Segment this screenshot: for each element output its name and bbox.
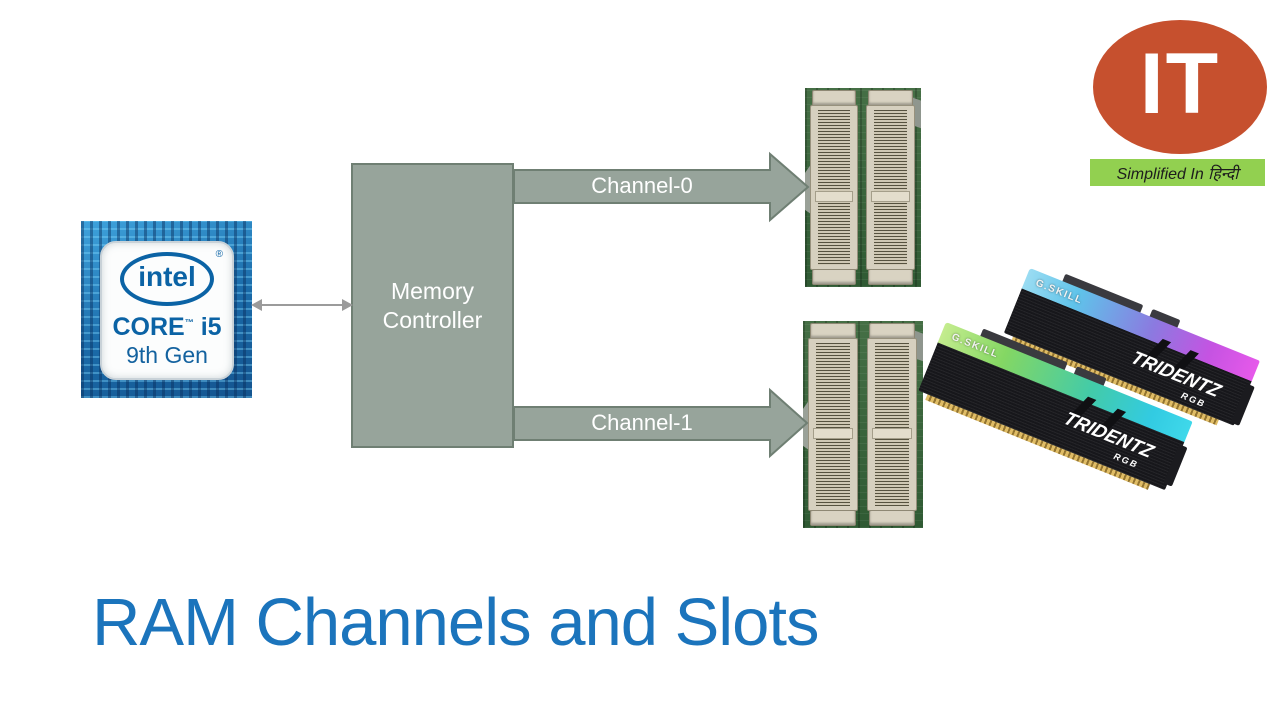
channel-logo-banner: Simplified In हिन्दी — [1090, 159, 1265, 186]
slot-latch-top — [811, 90, 857, 106]
dimm-slot — [866, 323, 917, 526]
dimm-slot — [866, 90, 916, 285]
slot-latch-bottom — [868, 510, 915, 526]
slot-connector — [866, 105, 916, 270]
channel-logo-ellipse: IT — [1093, 20, 1267, 154]
intel-logo: intel ® — [120, 249, 223, 306]
slot-key-notch — [871, 190, 911, 202]
ram-slots-photo-channel0 — [805, 88, 921, 287]
ram-kit-photo: G.SKILL TRIDENTZ RGB G.SKILL TRIDENTZ RG… — [918, 256, 1280, 508]
slot-connector — [807, 338, 859, 511]
intel-wordmark: intel — [138, 260, 196, 292]
dimm-slot — [807, 323, 859, 526]
model-number: i5 — [200, 312, 222, 341]
slot-connector — [866, 338, 917, 511]
page-title: RAM Channels and Slots — [92, 585, 820, 660]
channel-logo-monogram: IT — [1139, 35, 1221, 132]
trademark-icon: ™ — [184, 317, 194, 328]
slot-pin-rows — [874, 343, 909, 506]
cpu-label-area: intel ® CORE™ i5 9th Gen — [100, 241, 234, 380]
slot-pin-rows — [815, 343, 851, 506]
slot-pin-rows — [817, 110, 851, 265]
cpu-package-image: intel ® CORE™ i5 9th Gen — [81, 221, 252, 398]
bus-arrowhead-left-icon — [251, 299, 262, 311]
slot-connector — [809, 105, 859, 270]
slot-latch-top — [868, 323, 915, 339]
slot-key-notch — [814, 190, 854, 202]
dimm-slot — [809, 90, 859, 285]
ram-slots-photo-channel1 — [803, 321, 923, 528]
channel-logo-tagline: Simplified In हिन्दी — [1116, 165, 1239, 183]
channel-1-label: Channel-1 — [591, 410, 693, 435]
slot-key-notch — [871, 427, 912, 439]
slot-latch-bottom — [809, 510, 857, 526]
core-text: CORE — [112, 312, 185, 341]
cpu-generation-text: 9th Gen — [126, 341, 208, 368]
slot-key-notch — [812, 427, 854, 439]
registered-trademark-icon: ® — [215, 248, 223, 260]
slot-latch-top — [868, 90, 914, 106]
memory-controller-block: Memory Controller — [351, 163, 514, 448]
slot-latch-bottom — [868, 269, 914, 285]
slot-latch-bottom — [811, 269, 857, 285]
slot-pin-rows — [874, 110, 908, 265]
memory-controller-label: Memory Controller — [382, 277, 483, 333]
cpu-model-line: CORE™ i5 — [112, 313, 221, 342]
channel-0-label: Channel-0 — [591, 173, 693, 198]
slot-latch-top — [809, 323, 857, 339]
